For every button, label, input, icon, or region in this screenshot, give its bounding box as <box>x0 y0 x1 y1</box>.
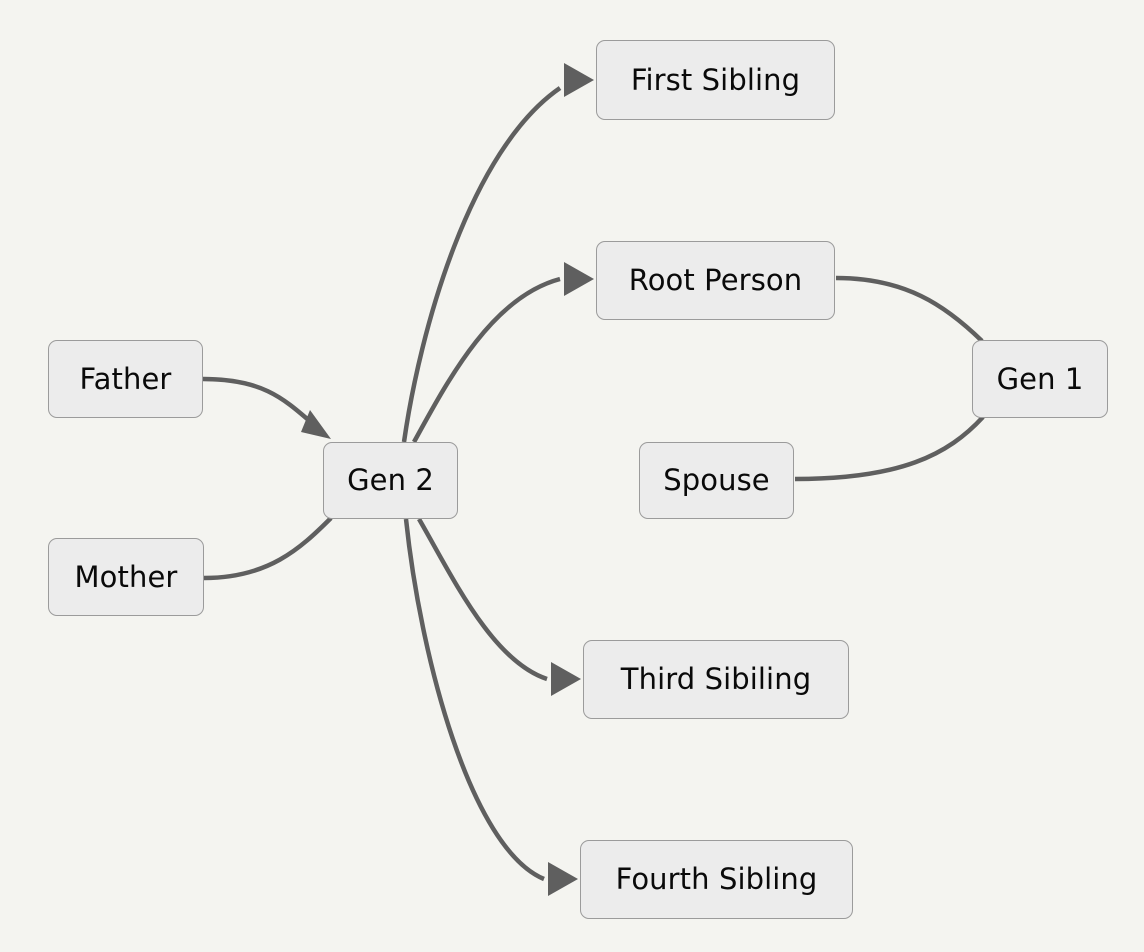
node-mother[interactable]: Mother <box>48 538 204 616</box>
node-root-person-label: Root Person <box>628 263 803 297</box>
arrowhead-gen2-to-first-sibling <box>564 63 594 97</box>
node-father-label: Father <box>79 361 172 396</box>
edge-gen2-to-root-person <box>412 276 561 444</box>
node-spouse-label: Spouse <box>663 463 770 497</box>
arrowhead-gen2-to-third-sibiling <box>551 662 581 696</box>
node-gen-1-label: Gen 1 <box>996 361 1084 396</box>
node-gen-2[interactable]: Gen 2 <box>323 442 458 519</box>
node-first-sibling[interactable]: First Sibling <box>596 40 835 120</box>
node-mother-label: Mother <box>74 559 178 594</box>
node-fourth-sibling[interactable]: Fourth Sibling <box>580 840 853 919</box>
node-father[interactable]: Father <box>48 340 203 418</box>
arrowhead-father-to-gen2 <box>301 410 331 439</box>
arrowhead-gen2-to-fourth-sibling <box>548 862 578 896</box>
edge-gen2-to-first-sibling <box>401 86 562 443</box>
node-fourth-sibling-label: Fourth Sibling <box>615 862 818 896</box>
edge-root-person-to-gen1 <box>835 275 984 343</box>
edge-father-to-gen2 <box>202 376 314 425</box>
edge-spouse-to-gen1 <box>794 415 985 482</box>
node-first-sibling-label: First Sibling <box>630 62 801 97</box>
node-third-sibiling[interactable]: Third Sibiling <box>583 640 849 719</box>
edge-gen2-to-third-sibiling <box>417 517 548 682</box>
node-third-sibiling-label: Third Sibiling <box>620 662 812 696</box>
node-gen-1[interactable]: Gen 1 <box>972 340 1108 418</box>
edge-mother-to-gen2 <box>203 516 333 581</box>
node-spouse[interactable]: Spouse <box>639 442 794 519</box>
node-root-person[interactable]: Root Person <box>596 241 835 320</box>
edge-gen2-to-fourth-sibling <box>403 518 545 882</box>
arrowhead-gen2-to-root-person <box>564 262 594 296</box>
node-gen-2-label: Gen 2 <box>347 463 434 497</box>
